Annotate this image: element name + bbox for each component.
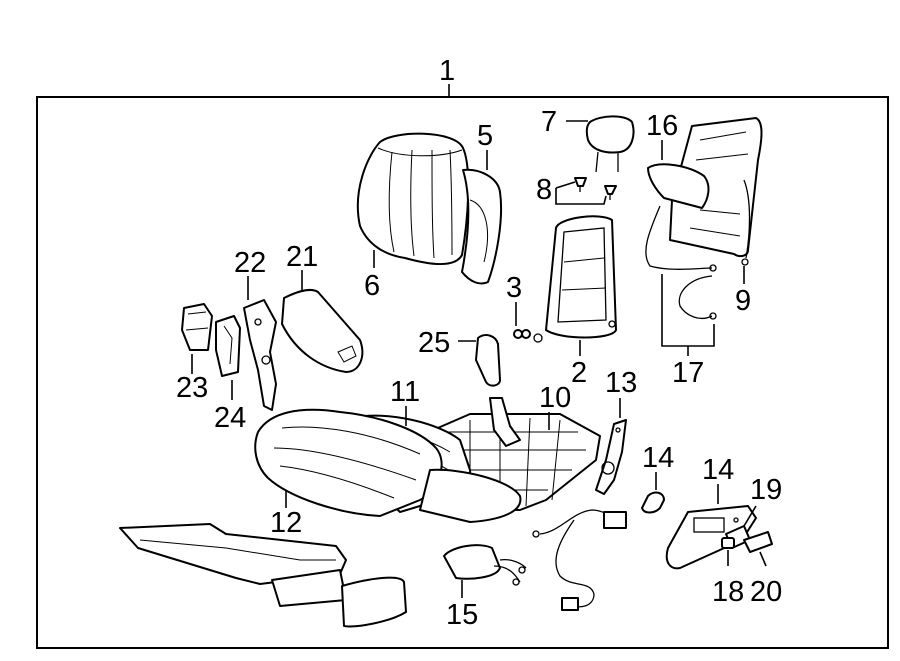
hinge-cover bbox=[181, 303, 213, 351]
callout-17: 17 bbox=[672, 357, 704, 389]
callout-5: 6 bbox=[364, 270, 380, 302]
headrest-guide bbox=[574, 177, 617, 200]
hinge-trim bbox=[215, 315, 241, 377]
lumbar-cable bbox=[645, 205, 717, 320]
latch-cover bbox=[475, 334, 501, 387]
lumbar-support bbox=[647, 117, 763, 258]
callout-16: 16 bbox=[646, 110, 678, 142]
callout-18: 18 bbox=[712, 576, 744, 608]
seat-cushion bbox=[254, 408, 522, 523]
callout-19: 19 bbox=[750, 474, 782, 506]
callout-7: 8 bbox=[536, 174, 552, 206]
seat-back-frame bbox=[533, 215, 617, 343]
back-panel bbox=[461, 168, 503, 285]
seat-track bbox=[119, 523, 407, 628]
trim-panel bbox=[281, 289, 364, 373]
callout-15: 15 bbox=[446, 599, 478, 631]
callout-24: 24 bbox=[214, 402, 246, 434]
seat-back-cushion bbox=[356, 132, 470, 265]
callout-2: 2 bbox=[571, 357, 587, 389]
callout-22: 22 bbox=[234, 247, 266, 279]
bracket bbox=[243, 299, 277, 411]
callout-23: 23 bbox=[176, 372, 208, 404]
callout-25: 25 bbox=[418, 327, 450, 359]
callout-1: 1 bbox=[439, 55, 455, 87]
power-module bbox=[443, 544, 527, 586]
switch-knob-a bbox=[721, 537, 735, 549]
callout-21: 21 bbox=[286, 241, 318, 273]
callout-12: 13 bbox=[605, 367, 637, 399]
callout-4: 5 bbox=[477, 120, 493, 152]
callout-20: 20 bbox=[750, 576, 782, 608]
callout-11: 12 bbox=[270, 507, 302, 539]
callout-14: 14 bbox=[702, 454, 734, 486]
callout-6: 7 bbox=[541, 106, 557, 138]
callout-8: 9 bbox=[735, 285, 751, 317]
headrest-support bbox=[513, 329, 531, 339]
callout-3: 3 bbox=[506, 272, 522, 304]
back-cover bbox=[741, 179, 751, 266]
recliner bbox=[595, 419, 627, 495]
callout-10: 11 bbox=[390, 376, 420, 408]
recliner-handle bbox=[641, 491, 665, 514]
headrest bbox=[585, 115, 635, 173]
callout-13: 14 bbox=[642, 442, 674, 474]
switch-knob-b bbox=[743, 531, 773, 553]
wiring-harness bbox=[532, 509, 627, 611]
assembly-frame bbox=[36, 84, 889, 649]
callout-9: 10 bbox=[539, 382, 571, 414]
